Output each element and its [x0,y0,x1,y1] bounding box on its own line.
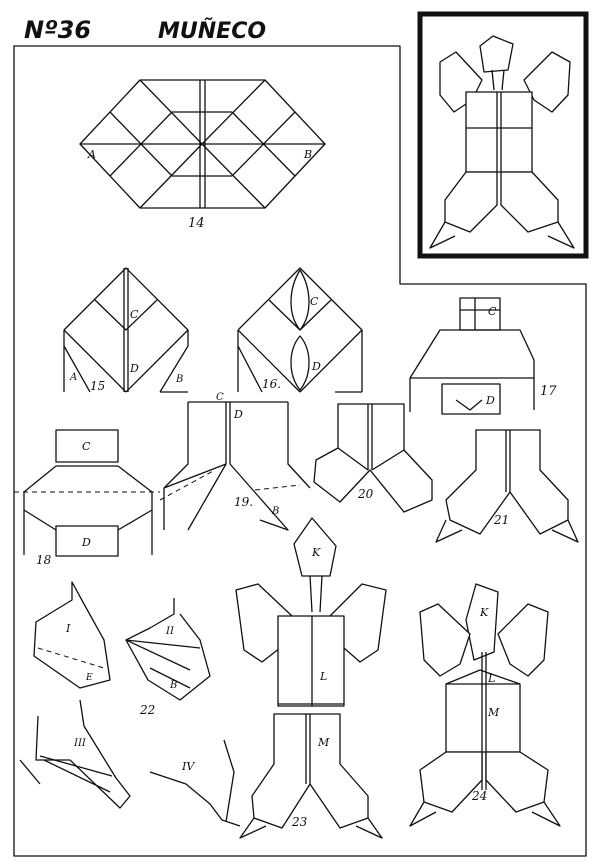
step-16-label-c: C [310,295,319,308]
step-23-label-l: L [319,670,327,683]
step-24-label-k: K [479,606,489,619]
step-15: C D A B 15 [63,267,189,393]
step-15-label-a: A [69,372,77,383]
step-21-number: 21 [493,513,509,527]
step-22-part-4: IV [181,760,195,773]
step-14: A B 14 [79,79,326,231]
step-16: C D 16. [237,267,363,393]
step-22-part-3: III [73,738,87,749]
step-23-label-m: M [317,736,330,749]
step-24-label-l: L [487,672,495,685]
step-20: 20 [313,403,433,513]
step-15-label-c: C [130,308,139,321]
step-21: 21 [435,429,579,543]
step-23-number: 23 [291,815,308,829]
step-19: C D B 19. [159,392,311,531]
step-24-label-m: M [487,706,500,719]
step-15-label-d: D [129,362,139,375]
step-23: K L M 23 [235,517,387,839]
step-15-number: 15 [90,379,105,393]
step-19-label-b: B [271,506,279,517]
step-23-label-k: K [311,546,321,559]
step-17-number: 17 [540,384,557,399]
step-19-label-d: D [233,408,243,421]
step-17: C D 17 [409,297,557,415]
step-17-label-d: D [485,394,495,407]
step-14-label-a: A [87,148,96,161]
step-15-label-b: B [175,374,183,385]
step-18: C D 18 [14,429,160,567]
step-22-part-2: II [165,626,175,637]
step-18-label-c: C [82,440,91,453]
step-22-label-e: E [85,673,93,683]
finished-model [417,11,589,259]
step-22-number: 22 [139,703,155,717]
step-24-number: 24 [471,789,487,803]
step-19-label-c: C [216,392,224,403]
step-22-label-b: B [169,680,177,691]
step-22-part-1: I [65,622,71,635]
step-14-number: 14 [188,216,205,231]
step-18-label-d: D [81,536,91,549]
step-18-number: 18 [36,553,52,567]
step-17-label-c: C [488,305,497,318]
step-19-number: 19. [234,495,253,509]
step-14-label-b: B [303,148,312,161]
step-20-number: 20 [357,487,374,501]
model-number: Nº36 [24,16,91,44]
step-16-number: 16. [262,377,281,391]
step-16-label-d: D [311,360,321,373]
step-22: I II III IV E B 22 [19,581,241,827]
model-title: MUÑECO [158,18,266,44]
step-24: K L M 24 [409,583,561,827]
page-frame [13,45,587,857]
